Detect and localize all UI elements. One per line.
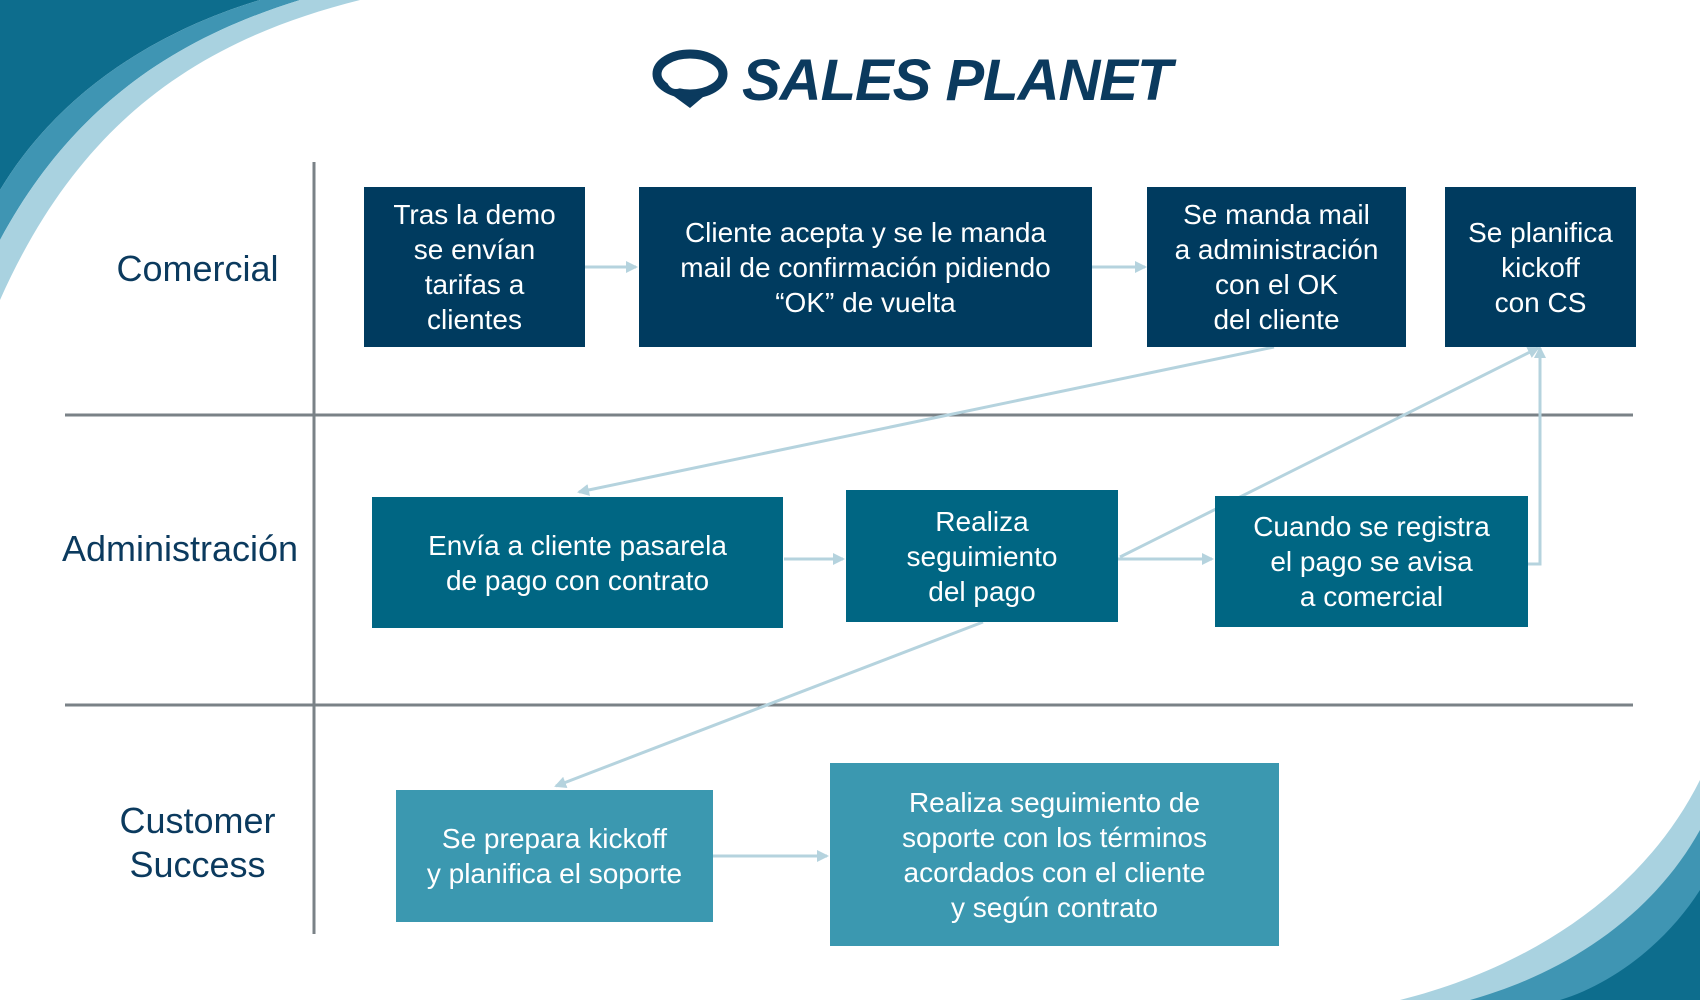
lane-label-administracion: Administración bbox=[61, 528, 299, 569]
step-plan-kickoff: Se planifica kickoff con CS bbox=[1445, 187, 1636, 347]
arrow-a2-to-c4 bbox=[1119, 346, 1540, 559]
arrow-a2-to-s1 bbox=[554, 620, 984, 789]
step-payment-gateway-text: Envía a cliente pasarela de pago con con… bbox=[428, 529, 727, 596]
step-payment-followup: Realiza seguimiento del pago bbox=[846, 490, 1118, 622]
step-payment-registered-text: Cuando se registra el pago se avisa a co… bbox=[1253, 511, 1490, 612]
step-mail-to-administration-text: Se manda mail a administración con el OK… bbox=[1174, 199, 1379, 335]
arrow-c3-to-a1 bbox=[577, 345, 1275, 496]
planet-orbit-icon bbox=[652, 49, 728, 108]
top-left-swoosh-decoration bbox=[0, 0, 360, 300]
step-payment-registered: Cuando se registra el pago se avisa a co… bbox=[1215, 496, 1528, 627]
step-send-rates-text: Tras la demo se envían tarifas a cliente… bbox=[393, 199, 556, 335]
step-prepare-kickoff: Se prepara kickoff y planifica el soport… bbox=[396, 790, 713, 922]
brand-name: SALES PLANET bbox=[742, 48, 1172, 113]
arrow-a3-to-c4 bbox=[1528, 346, 1546, 566]
step-client-accepts-text: Cliente acepta y se le manda mail de con… bbox=[680, 216, 1051, 318]
step-payment-followup-text: Realiza seguimiento del pago bbox=[906, 505, 1058, 607]
lane-label-comercial: Comercial bbox=[116, 248, 279, 289]
step-client-accepts: Cliente acepta y se le manda mail de con… bbox=[639, 187, 1092, 347]
step-support-followup: Realiza seguimiento de soporte con los t… bbox=[830, 763, 1279, 946]
step-payment-gateway: Envía a cliente pasarela de pago con con… bbox=[372, 497, 783, 628]
lane-label-customer-success: Customer Success bbox=[119, 800, 276, 885]
bottom-right-swoosh-decoration bbox=[1400, 780, 1700, 1000]
step-support-followup-text: Realiza seguimiento de soporte con los t… bbox=[901, 786, 1208, 923]
step-send-rates: Tras la demo se envían tarifas a cliente… bbox=[364, 187, 585, 347]
step-plan-kickoff-text: Se planifica kickoff con CS bbox=[1468, 216, 1613, 318]
step-prepare-kickoff-text: Se prepara kickoff y planifica el soport… bbox=[426, 823, 683, 889]
step-mail-to-administration: Se manda mail a administración con el OK… bbox=[1147, 187, 1406, 347]
